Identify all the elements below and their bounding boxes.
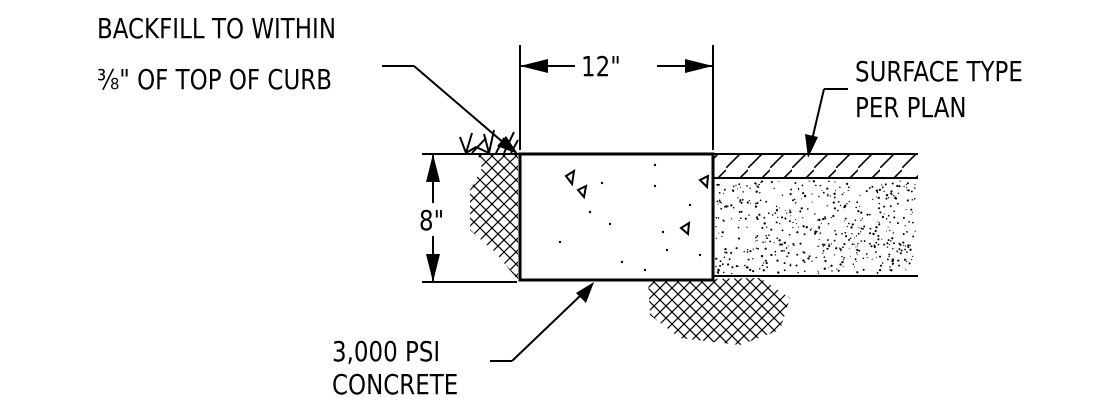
subgrade-earth-hatch <box>648 278 790 345</box>
surface-course <box>713 154 918 178</box>
backfill-note-line2: ⅜" OF TOP OF CURB <box>97 64 332 97</box>
height-dimension-label: 8" <box>419 205 444 238</box>
surface-leader <box>805 88 848 158</box>
base-course-stipple <box>715 180 916 275</box>
concrete-leader <box>490 282 594 362</box>
concrete-curb <box>518 152 715 282</box>
backfill-note-line1: BACKFILL TO WITHIN <box>97 13 336 46</box>
backfill-earth-hatch <box>470 155 518 280</box>
backfill-leader <box>382 65 518 154</box>
concrete-note-line1: 3,000 PSI <box>332 336 440 369</box>
width-dimension <box>519 45 714 150</box>
concrete-stipple <box>558 163 710 272</box>
width-dimension-label: 12" <box>581 51 621 84</box>
surface-note-line1: SURFACE TYPE <box>855 56 1023 89</box>
surface-note-line2: PER PLAN <box>855 92 967 125</box>
concrete-note-line2: CONCRETE <box>332 369 458 402</box>
height-dimension <box>422 153 517 283</box>
